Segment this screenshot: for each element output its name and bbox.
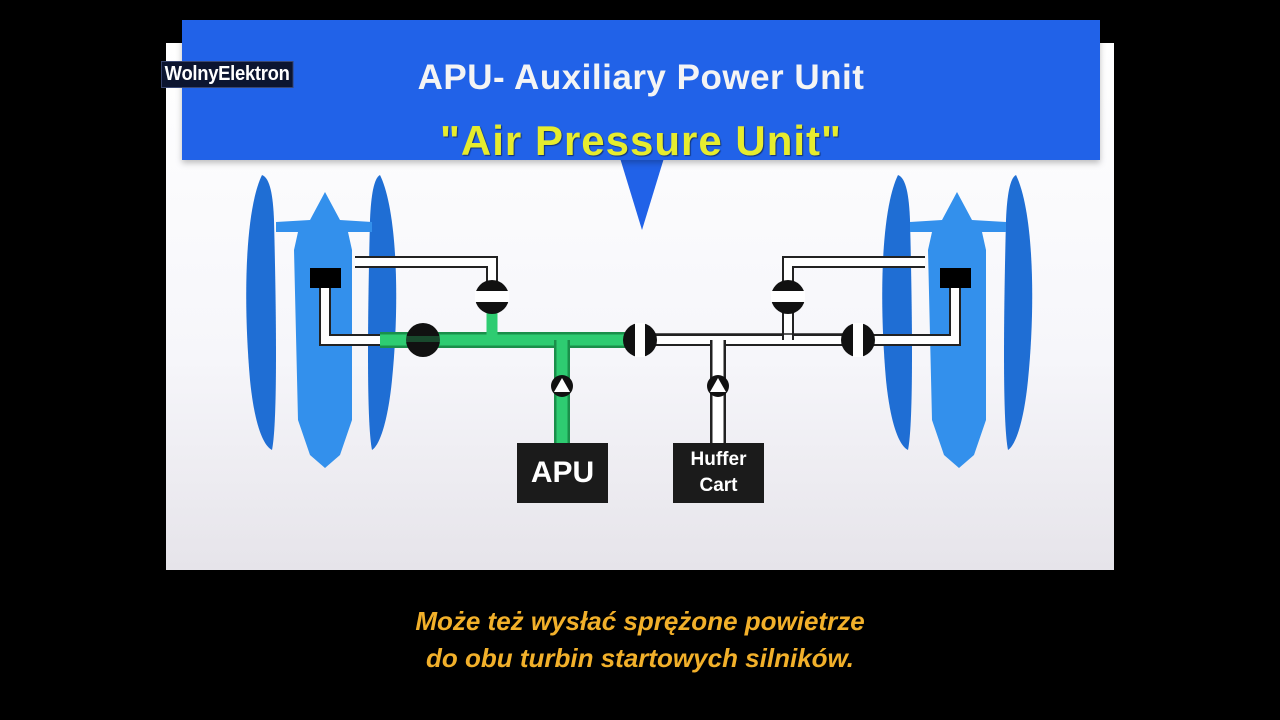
left-starter-icon [310,268,341,288]
title-banner: APU- Auxiliary Power Unit "Air Pressure … [182,20,1100,164]
right-pressure-valve-icon [771,280,805,314]
huffer-cart-label-box: Huffer Cart [673,443,764,503]
apu-label-box: APU [517,443,608,503]
right-isolation-valve-icon [841,323,875,357]
banner-subtitle: "Air Pressure Unit" [440,117,842,164]
left-pressure-valve-icon [475,280,509,314]
channel-watermark: WolnyElektron [161,61,294,88]
crossbleed-valve-icon [623,323,657,357]
subtitle-line2: do obu turbin startowych silników. [425,643,855,673]
subtitle-line1: Może też wysłać sprężone powietrze [415,606,865,636]
right-starter-icon [940,268,971,288]
huffer-cart-line2: Cart [699,475,738,496]
banner-pointer [620,158,664,230]
video-subtitle: Może też wysłać sprężone powietrze do ob… [0,603,1280,677]
huffer-check-valve-icon [707,375,729,397]
banner-title: APU- Auxiliary Power Unit [417,58,865,97]
apu-check-valve-icon [551,375,573,397]
huffer-cart-line1: Huffer [690,449,747,470]
left-isolation-valve-icon [406,323,440,357]
